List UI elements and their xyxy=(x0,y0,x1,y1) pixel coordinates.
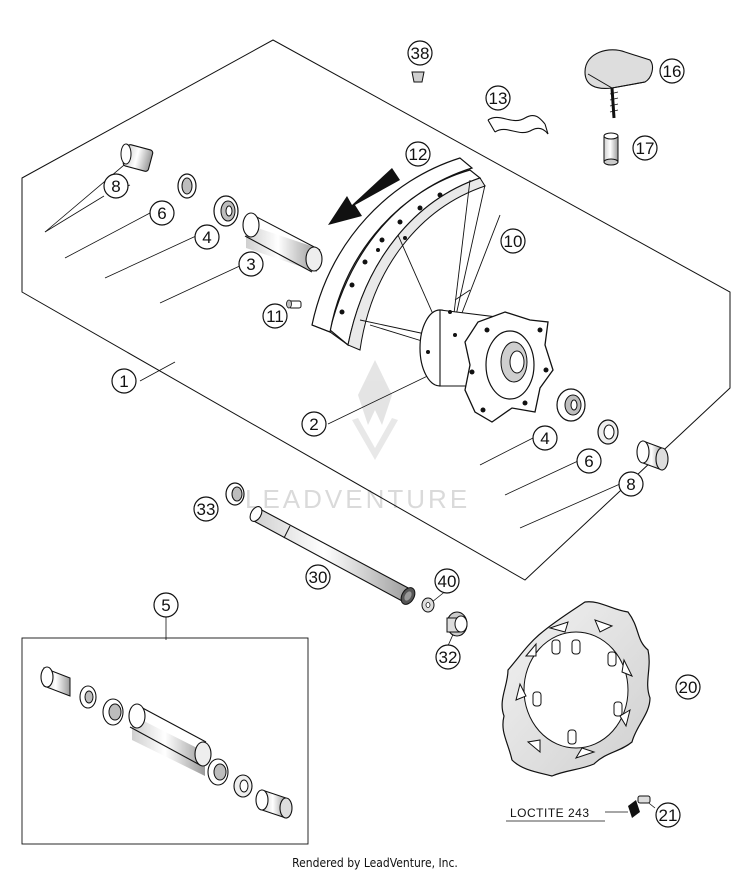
callout-6-left: 6 xyxy=(149,200,175,226)
brake-disc-20[interactable] xyxy=(501,601,651,777)
rim-lock-screw-11[interactable] xyxy=(286,299,302,309)
svg-text:11: 11 xyxy=(266,307,284,326)
svg-text:2: 2 xyxy=(309,415,318,434)
rim-12[interactable] xyxy=(311,157,486,351)
callout-16: 16 xyxy=(659,58,685,84)
callout-11: 11 xyxy=(262,303,288,329)
callout-4-left: 4 xyxy=(194,224,220,250)
callout-32: 32 xyxy=(435,644,461,670)
callout-40: 40 xyxy=(434,568,460,594)
valve-cap-38[interactable] xyxy=(411,71,425,83)
svg-text:8: 8 xyxy=(111,177,120,196)
washer-40[interactable] xyxy=(421,597,435,613)
svg-text:30: 30 xyxy=(309,568,328,587)
kit-5-box xyxy=(21,637,309,845)
rim-lock-16[interactable] xyxy=(584,49,654,119)
svg-text:16: 16 xyxy=(663,62,682,81)
callout-5: 5 xyxy=(153,592,179,618)
callout-8-right: 8 xyxy=(618,471,644,497)
svg-text:4: 4 xyxy=(540,429,549,448)
svg-text:17: 17 xyxy=(636,139,655,158)
callout-6-right: 6 xyxy=(576,448,602,474)
svg-text:6: 6 xyxy=(157,204,166,223)
svg-text:13: 13 xyxy=(489,89,508,108)
svg-text:21: 21 xyxy=(659,806,678,825)
svg-text:4: 4 xyxy=(202,228,211,247)
axle-bushing-33[interactable] xyxy=(225,482,245,506)
rim-tape-13[interactable] xyxy=(487,115,549,135)
bearing-4-right[interactable] xyxy=(556,388,586,422)
spacer-8-right[interactable] xyxy=(636,440,669,471)
svg-text:10: 10 xyxy=(504,232,523,251)
callout-33: 33 xyxy=(193,496,219,522)
svg-text:6: 6 xyxy=(584,452,593,471)
spacer-8-left[interactable] xyxy=(120,143,154,172)
callout-1: 1 xyxy=(111,368,137,394)
direction-arrow xyxy=(328,168,400,225)
callout-4-right: 4 xyxy=(532,425,558,451)
svg-text:3: 3 xyxy=(246,255,255,274)
callout-30: 30 xyxy=(305,564,331,590)
spacer-sleeve-3[interactable] xyxy=(242,212,323,273)
svg-text:8: 8 xyxy=(626,475,635,494)
watermark: LEADVENTURE xyxy=(245,360,470,514)
callout-20: 20 xyxy=(675,674,701,700)
svg-text:1: 1 xyxy=(119,372,128,391)
assembly-outline xyxy=(21,39,731,581)
leader-lines xyxy=(44,159,656,813)
callout-17: 17 xyxy=(632,135,658,161)
callout-12: 12 xyxy=(405,141,431,167)
svg-text:33: 33 xyxy=(197,500,216,519)
svg-text:5: 5 xyxy=(161,596,170,615)
callout-2: 2 xyxy=(301,411,327,437)
axle-nut-32[interactable] xyxy=(446,611,468,637)
axle-30[interactable] xyxy=(248,505,418,607)
spokes-10[interactable] xyxy=(359,179,501,346)
callout-10: 10 xyxy=(500,228,526,254)
render-credit: Rendered by LeadVenture, Inc. xyxy=(292,856,458,870)
rim-lock-nut-17[interactable] xyxy=(603,132,619,166)
callout-3: 3 xyxy=(238,251,264,277)
shaft-seal-6-left[interactable] xyxy=(177,173,197,199)
callout-8-left: 8 xyxy=(103,173,129,199)
bearing-4-left[interactable] xyxy=(213,195,239,227)
callouts: 38 16 13 17 12 8 6 4 3 10 11 1 2 4 6 8 3… xyxy=(103,40,701,828)
svg-text:40: 40 xyxy=(438,572,457,591)
callout-38: 38 xyxy=(407,40,433,66)
svg-text:12: 12 xyxy=(409,145,428,164)
callout-21: 21 xyxy=(655,802,681,828)
kit-5-parts[interactable] xyxy=(40,666,293,819)
shaft-seal-6-right[interactable] xyxy=(597,419,619,445)
callout-13: 13 xyxy=(485,85,511,111)
svg-text:20: 20 xyxy=(679,678,698,697)
svg-text:38: 38 xyxy=(411,44,430,63)
loctite-label: LOCTITE 243 xyxy=(510,806,590,820)
watermark-text: LEADVENTURE xyxy=(245,484,470,514)
svg-text:32: 32 xyxy=(439,648,458,667)
hub[interactable] xyxy=(419,309,554,423)
disc-screw-21[interactable] xyxy=(628,795,651,818)
